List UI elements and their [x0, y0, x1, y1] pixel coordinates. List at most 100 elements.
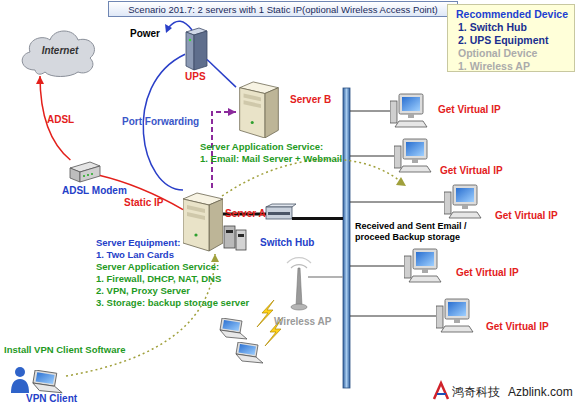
node-text: Get Virtual IP: [440, 165, 503, 177]
connector-line: [207, 59, 236, 87]
annotation-label: 3. Storage: backup storage server: [96, 297, 249, 308]
node-text: Get Virtual IP: [495, 210, 558, 222]
node-text: Get Virtual IP: [486, 321, 549, 333]
annotation-label: Server Equipment:: [96, 237, 180, 248]
power-arrowhead: [165, 24, 172, 33]
connector-line: [66, 254, 215, 376]
signal-arc: [291, 265, 307, 268]
server-a: Server A: [183, 188, 223, 254]
annotation-label: Azblink.com: [508, 385, 573, 399]
arrow-head: [36, 76, 44, 84]
ups-led: [189, 39, 191, 41]
node-text: Get Virtual IP: [438, 104, 501, 116]
laptop-icon: [220, 318, 247, 339]
pc-icon: [444, 185, 481, 218]
modem-led: [91, 173, 93, 175]
adsl-modem: ADSL Modem: [70, 160, 100, 184]
connector-line: [350, 266, 404, 267]
client-pc: Get Virtual IP: [394, 138, 432, 174]
annotation-label: 2. VPN, Proxy Server: [96, 285, 190, 296]
ap-base: [291, 304, 307, 310]
annotation-label: Server Application Service:: [96, 261, 219, 272]
client-pc: Get Virtual IP: [390, 93, 428, 129]
annotation-label: Power: [130, 28, 160, 40]
traffic-arrowhead: [396, 177, 406, 186]
pc-icon: [436, 299, 473, 332]
node-text: Received and Sent Email / proceed Backup…: [355, 221, 490, 243]
diagram-title: Scenario 201.7: 2 servers with 1 Static …: [108, 1, 458, 17]
connector-label: Static IP: [124, 197, 163, 209]
node-text: Switch Hub: [260, 237, 314, 249]
lan-backbone: [343, 88, 350, 388]
switch-top: [266, 204, 296, 207]
annotation-label: 1. Two Lan Cards: [96, 249, 174, 260]
lan-port: [226, 230, 233, 233]
traffic-path: [222, 159, 400, 196]
arrow-head: [211, 254, 219, 262]
client-pc: Get Virtual IP: [444, 184, 482, 220]
wireless-ap: Wireless AP: [290, 262, 308, 310]
node-text: VPN Client: [26, 393, 77, 405]
vpn-laptop: [33, 370, 62, 393]
switch-ports: [268, 212, 290, 215]
ups-front: [186, 32, 194, 70]
lan-card: [236, 230, 246, 250]
modem-led: [87, 174, 89, 176]
node-text: ADSL Modem: [62, 185, 127, 197]
power-cord: [169, 21, 192, 30]
connector-line: [350, 202, 444, 203]
node-text: 2. UPS Equipment: [458, 34, 548, 47]
node-text: 1. Wireless AP: [458, 60, 530, 73]
node-text: Get Virtual IP: [456, 267, 519, 279]
ups-side: [194, 31, 207, 70]
laptop-icon: [236, 342, 263, 363]
server-b-icon: [240, 82, 279, 138]
annotation-label: 1. Firewall, DHCP, NAT, DNS: [96, 273, 221, 284]
server-a-icon: [183, 193, 223, 251]
connector-line: [292, 217, 343, 220]
pc-icon: [394, 139, 431, 172]
modem-front: [70, 168, 80, 182]
arrow-head: [228, 108, 236, 116]
device-list-box: Recommended Device1. Switch Hub2. UPS Eq…: [447, 4, 575, 72]
lan-port: [238, 234, 244, 237]
node-text: Recommended Device: [456, 8, 568, 21]
wireless-bolt: [257, 300, 274, 327]
company-logo: [437, 393, 446, 395]
node-text: UPS: [185, 71, 206, 83]
connector-label: Port Forwarding: [122, 116, 199, 128]
ap-antenna: [296, 268, 302, 306]
client-pc: Get Virtual IP: [404, 248, 442, 284]
annotation-label: Server Application Service:: [200, 141, 323, 152]
node-text: Wireless AP: [274, 316, 331, 328]
switch-body: [266, 207, 292, 219]
annotation-label: Install VPN Client Software: [4, 344, 125, 355]
user-head: [15, 367, 25, 377]
modem-led: [83, 175, 85, 177]
client-pc: Get Virtual IP: [436, 298, 474, 334]
pc-icon: [404, 249, 441, 282]
lan-card: [224, 226, 235, 248]
signal-arc: [287, 258, 311, 263]
user-body: [11, 379, 29, 393]
connector-label: ADSL: [47, 114, 74, 126]
connector-line: [350, 156, 394, 157]
connector-line: [350, 316, 436, 317]
node-text: Optional Device: [458, 47, 537, 60]
node-text: Server B: [290, 94, 331, 106]
server-b: Server B: [236, 80, 282, 138]
vpn-client: VPN Client: [10, 366, 66, 396]
ups-device: UPS: [185, 28, 207, 70]
connector-line: [350, 111, 390, 112]
company-logo: [434, 383, 448, 399]
node-text: Internet: [22, 45, 98, 57]
lan-backbone: Received and Sent Email / proceed Backup…: [343, 88, 350, 388]
annotation-label: 1. Email: Mail Server + Webmail: [200, 153, 342, 164]
pc-icon: [390, 94, 427, 127]
switch-hub: Switch Hub: [266, 206, 292, 222]
connector-line: [308, 276, 343, 278]
internet-cloud: Internet: [22, 28, 98, 76]
annotation-label: 鸿奇科技: [452, 385, 500, 399]
node-text: 1. Switch Hub: [458, 21, 527, 34]
